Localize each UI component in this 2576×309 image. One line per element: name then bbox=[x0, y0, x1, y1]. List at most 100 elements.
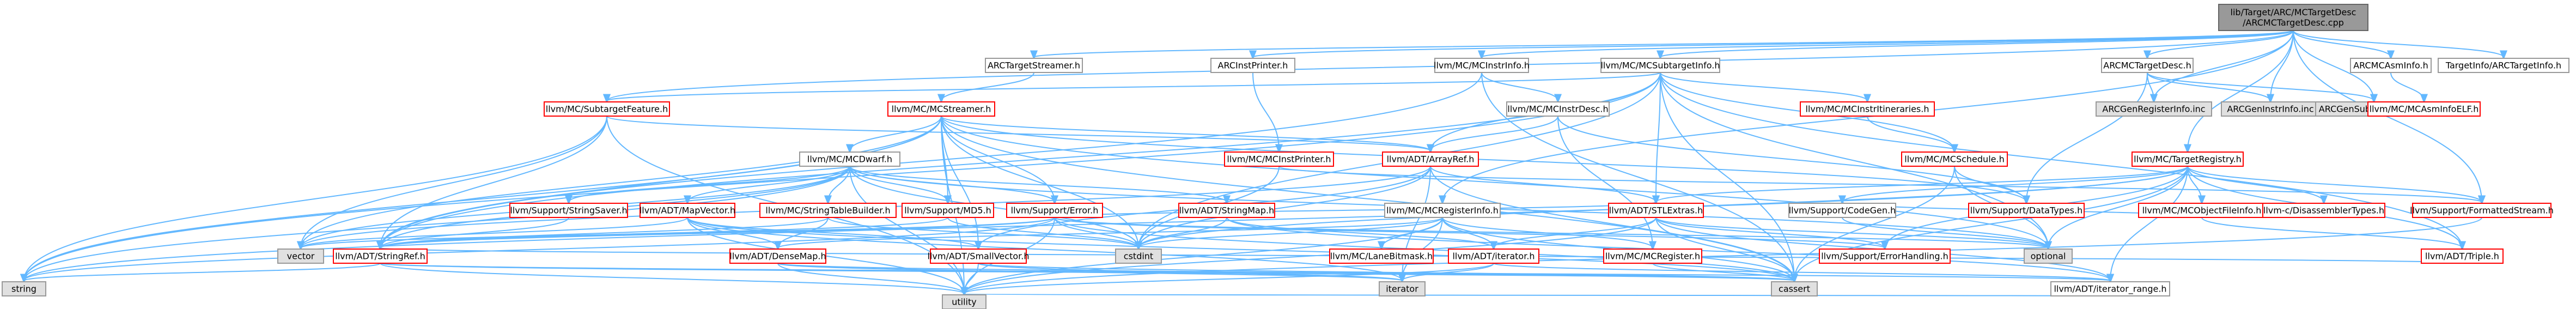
node-utility: utility bbox=[942, 294, 986, 309]
node-vector-box bbox=[277, 249, 324, 264]
node-arctargetstreamer-box bbox=[985, 58, 1083, 73]
node-mcschedule-box bbox=[1901, 152, 2008, 167]
node-mcdwarf[interactable]: llvm/MC/MCDwarf.h bbox=[799, 152, 900, 167]
edge-mcschedule-to-datatypes bbox=[1954, 166, 2026, 202]
node-mcsubtargetinfo-box bbox=[1600, 58, 1720, 73]
edge-iteratorh-to-utility bbox=[964, 263, 1494, 294]
node-mcregister[interactable]: llvm/MC/MCRegister.h bbox=[1603, 249, 1702, 264]
node-targetregistry[interactable]: llvm/MC/TargetRegistry.h bbox=[2132, 152, 2244, 167]
edge-root-to-arcgeninstrinfo bbox=[2270, 30, 2294, 101]
node-arcmcasminfo[interactable]: ARCMCAsmInfo.h bbox=[2350, 58, 2432, 73]
edge-subtargetfeature-to-string bbox=[24, 116, 607, 281]
edge-arrayref-to-cassert bbox=[1430, 166, 1794, 281]
node-iteratorrange-label: llvm/ADT/iterator_range.h bbox=[2054, 284, 2166, 295]
node-stringmap[interactable]: llvm/ADT/StringMap.h bbox=[1178, 203, 1275, 218]
node-iteratorh-box bbox=[1448, 249, 1539, 264]
node-cstdint-label: cstdint bbox=[1124, 251, 1153, 262]
edge-mcstreamer-to-cassert bbox=[941, 116, 1794, 281]
node-mcsubtargetinfo[interactable]: llvm/MC/MCSubtargetInfo.h bbox=[1600, 58, 1720, 73]
node-stringref[interactable]: llvm/ADT/StringRef.h bbox=[333, 249, 428, 264]
node-arcgenregisterinfo: ARCGenRegisterInfo.inc bbox=[2096, 101, 2212, 117]
node-codegen[interactable]: llvm/Support/CodeGen.h bbox=[1788, 203, 1896, 218]
edge-mcregisterinfo-to-densemap bbox=[778, 217, 1443, 248]
node-iteratorrange[interactable]: llvm/ADT/iterator_range.h bbox=[2050, 281, 2170, 296]
node-arrayref[interactable]: llvm/ADT/ArrayRef.h bbox=[1382, 152, 1479, 167]
node-cassert-box bbox=[1771, 281, 1818, 296]
node-densemap[interactable]: llvm/ADT/DenseMap.h bbox=[729, 249, 826, 264]
node-arctargetstreamer-label: ARCTargetStreamer.h bbox=[988, 60, 1080, 71]
node-optional: optional bbox=[2024, 249, 2073, 264]
node-mcinstprinter-box bbox=[1224, 152, 1334, 167]
node-mcschedule[interactable]: llvm/MC/MCSchedule.h bbox=[1901, 152, 2008, 167]
node-mcinstritineraries-label: llvm/MC/MCInstrItineraries.h bbox=[1806, 104, 1929, 114]
node-iteratorrange-box bbox=[2050, 281, 2170, 296]
node-mcregisterinfo[interactable]: llvm/MC/MCRegisterInfo.h bbox=[1384, 203, 1501, 218]
node-mcinstrinfo[interactable]: llvm/MC/MCInstrInfo.h bbox=[1434, 58, 1530, 73]
edge-targetregistry-to-stlextras bbox=[1656, 166, 2188, 202]
node-smallvector[interactable]: llvm/ADT/SmallVector.h bbox=[928, 249, 1030, 264]
node-lanebitmask[interactable]: llvm/MC/LaneBitmask.h bbox=[1329, 249, 1434, 264]
edge-iteratorrange-to-utility bbox=[964, 294, 2111, 296]
node-stringsaver[interactable]: llvm/Support/StringSaver.h bbox=[509, 203, 628, 218]
edge-codegen-to-optional bbox=[1842, 217, 2048, 248]
node-targetinfo[interactable]: TargetInfo/ARCTargetInfo.h bbox=[2438, 58, 2569, 73]
node-stlextras-box bbox=[1608, 203, 1704, 218]
node-mcinstprinter-label: llvm/MC/MCInstPrinter.h bbox=[1227, 154, 1331, 165]
node-subtargetfeature[interactable]: llvm/MC/SubtargetFeature.h bbox=[544, 101, 670, 117]
node-stringmap-box bbox=[1178, 203, 1275, 218]
node-subtargetfeature-label: llvm/MC/SubtargetFeature.h bbox=[546, 104, 668, 114]
node-mapvector[interactable]: llvm/ADT/MapVector.h bbox=[640, 203, 735, 218]
edge-densemap-to-iterator bbox=[777, 263, 1402, 281]
edge-arcmctargetdesc-to-arcgeninstrinfo bbox=[2147, 72, 2270, 101]
node-mapvector-label: llvm/ADT/MapVector.h bbox=[640, 205, 735, 216]
edge-mcinstprinter-to-formattedstream bbox=[1278, 166, 2482, 202]
edge-mcinstrdesc-to-datatypes bbox=[1557, 116, 2026, 202]
node-mcinstprinter[interactable]: llvm/MC/MCInstPrinter.h bbox=[1224, 152, 1334, 167]
node-mcobjectfileinfo-label: llvm/MC/MCObjectFileInfo.h bbox=[2142, 205, 2262, 216]
edge-targetregistry-to-formattedstream bbox=[2187, 166, 2482, 202]
node-lanebitmask-label: llvm/MC/LaneBitmask.h bbox=[1330, 251, 1433, 262]
edge-arcmctargetdesc-to-arcgenregisterinfo bbox=[2147, 72, 2154, 101]
node-optional-box bbox=[2024, 249, 2073, 264]
node-stlextras[interactable]: llvm/ADT/STLExtras.h bbox=[1608, 203, 1704, 218]
node-mcinstritineraries[interactable]: llvm/MC/MCInstrItineraries.h bbox=[1800, 101, 1935, 117]
node-cassert-label: cassert bbox=[1779, 284, 1810, 294]
edge-arrayref-to-cstdint bbox=[1138, 166, 1431, 248]
edge-mcinstrdesc-to-arrayref bbox=[1430, 116, 1558, 151]
node-mcstreamer[interactable]: llvm/MC/MCStreamer.h bbox=[887, 101, 995, 117]
node-errorhandling[interactable]: llvm/Support/ErrorHandling.h bbox=[1819, 249, 1951, 264]
node-iterator: iterator bbox=[1379, 281, 1426, 296]
node-supporterror[interactable]: llvm/Support/Error.h bbox=[1006, 203, 1103, 218]
node-mcinstrdesc[interactable]: llvm/MC/MCInstrDesc.h bbox=[1506, 101, 1610, 117]
node-mcschedule-label: llvm/MC/MCSchedule.h bbox=[1904, 154, 2004, 165]
edge-iteratorh-to-iteratorrange bbox=[1493, 263, 2110, 281]
edge-mcinstrinfo-to-mcinstrdesc bbox=[1481, 72, 1558, 101]
node-disassemblertypes[interactable]: llvm-c/DisassemblerTypes.h bbox=[2262, 203, 2385, 218]
node-iteratorh[interactable]: llvm/ADT/iterator.h bbox=[1448, 249, 1539, 264]
edge-densemap-to-cassert bbox=[777, 263, 1794, 281]
node-mcasminfoelf[interactable]: llvm/MC/MCAsmInfoELF.h bbox=[2367, 101, 2481, 117]
edge-root-to-mcsubtargetinfo bbox=[1660, 30, 2294, 57]
node-formattedstream[interactable]: llvm/Support/FormattedStream.h bbox=[2410, 203, 2554, 218]
node-arcgeninstrinfo: ARCGenInstrInfo.inc bbox=[2221, 101, 2320, 117]
edge-root-to-mcinstrinfo bbox=[1482, 30, 2294, 57]
node-arcinstprinter[interactable]: ARCInstPrinter.h bbox=[1210, 58, 1295, 73]
node-triple[interactable]: llvm/ADT/Triple.h bbox=[2421, 249, 2504, 264]
node-string-label: string bbox=[11, 284, 36, 294]
node-iterator-label: iterator bbox=[1386, 284, 1418, 294]
node-arcmctargetdesc[interactable]: ARCMCTargetDesc.h bbox=[2101, 58, 2194, 73]
node-stringtablebuilder[interactable]: llvm/MC/StringTableBuilder.h bbox=[759, 203, 897, 218]
node-arcgeninstrinfo-label: ARCGenInstrInfo.inc bbox=[2227, 104, 2313, 114]
node-stringsaver-box bbox=[509, 203, 628, 218]
node-datatypes[interactable]: llvm/Support/DataTypes.h bbox=[1968, 203, 2085, 218]
node-lanebitmask-box bbox=[1329, 249, 1434, 264]
node-mcregisterinfo-label: llvm/MC/MCRegisterInfo.h bbox=[1386, 205, 1499, 216]
node-md5[interactable]: llvm/Support/MD5.h bbox=[902, 203, 994, 218]
edge-md5-to-cstdint bbox=[947, 217, 1138, 248]
node-arcmctargetdesc-box bbox=[2101, 58, 2194, 73]
node-mcobjectfileinfo[interactable]: llvm/MC/MCObjectFileInfo.h bbox=[2138, 203, 2266, 218]
edge-mcinstritineraries-to-mcschedule bbox=[1867, 116, 1954, 151]
node-arctargetstreamer[interactable]: ARCTargetStreamer.h bbox=[985, 58, 1083, 73]
edge-mcinstrinfo-to-stringref bbox=[380, 72, 1482, 248]
